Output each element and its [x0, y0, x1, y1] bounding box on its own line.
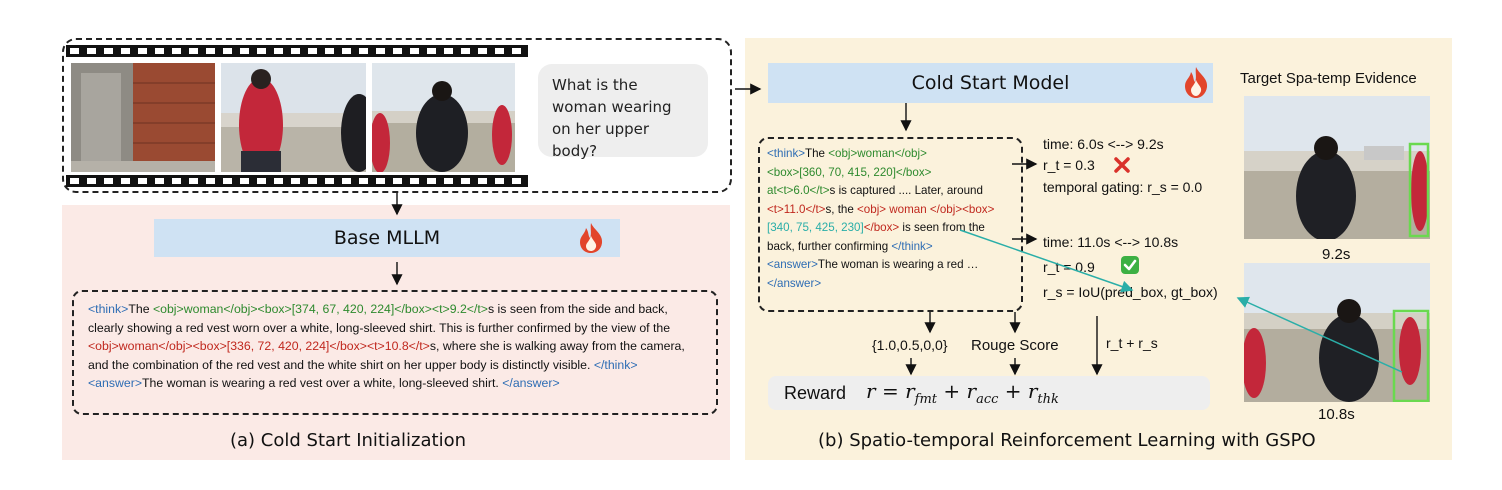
arrow-gt-to-iou	[1238, 298, 1402, 372]
arrow-box-to-iou	[960, 230, 1132, 290]
